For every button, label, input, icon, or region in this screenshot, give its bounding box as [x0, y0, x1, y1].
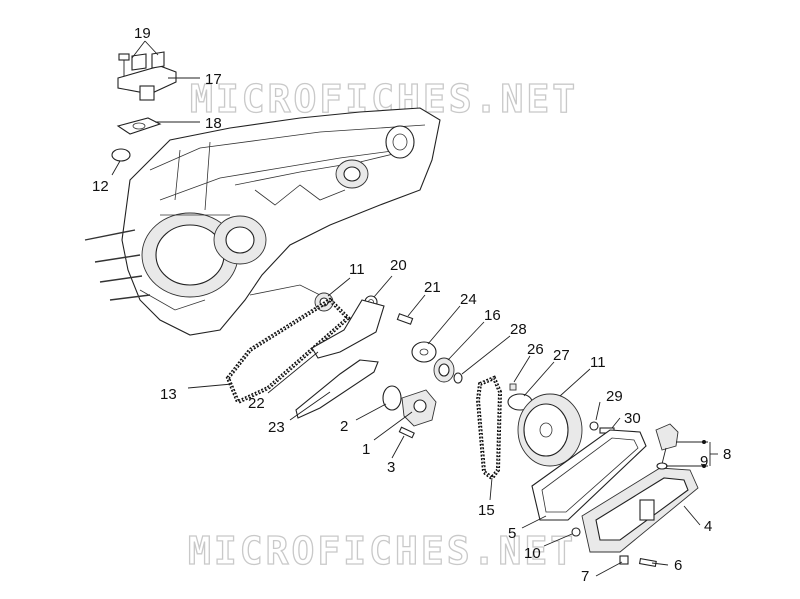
callout-28: 28	[510, 321, 527, 338]
callout-29: 29	[606, 388, 623, 405]
oil-pump-1	[401, 389, 437, 427]
callout-9: 9	[700, 453, 708, 470]
callout-19: 19	[134, 25, 151, 42]
spacer-28	[453, 372, 463, 384]
callout-1: 1	[362, 441, 370, 458]
callout-3: 3	[387, 459, 395, 476]
callout-12: 12	[92, 178, 109, 195]
callout-8: 8	[723, 446, 731, 463]
screw-3	[398, 426, 415, 439]
chain-tensioner	[117, 51, 177, 101]
sprocket-16	[433, 357, 455, 383]
engine-crankcase	[84, 107, 441, 336]
watermark-bottom: MICROFICHES.NET	[188, 529, 576, 573]
callout-21: 21	[424, 279, 441, 296]
washer-29	[589, 421, 599, 431]
chain-guide-23	[295, 359, 379, 419]
chain-guide-22	[311, 299, 385, 359]
callout-labels: 19 17 18 12 11 20 21 24 16 28 26 27 11 2…	[92, 25, 731, 585]
callout-7: 7	[581, 568, 589, 585]
seal-7	[619, 555, 629, 565]
callout-24: 24	[460, 291, 477, 308]
sump-gasket-5	[531, 429, 647, 521]
chain-15	[475, 375, 503, 481]
drain-plug-10	[571, 527, 581, 537]
callout-18: 18	[205, 115, 222, 132]
leader-lines	[111, 40, 718, 577]
callout-10: 10	[524, 545, 541, 562]
callout-4: 4	[704, 518, 712, 535]
callout-11-right: 11	[590, 354, 606, 371]
screw-6	[638, 558, 657, 567]
callout-20: 20	[390, 257, 407, 274]
callout-30: 30	[624, 410, 641, 427]
callout-13: 13	[160, 386, 177, 403]
callout-16: 16	[484, 307, 501, 324]
screw-21	[396, 313, 414, 325]
chain-13	[225, 297, 351, 405]
washer-24	[411, 341, 437, 363]
callout-11-top: 11	[349, 261, 365, 278]
callout-27: 27	[553, 347, 570, 364]
tensioner-gasket	[116, 117, 162, 135]
callout-22: 22	[248, 395, 265, 412]
callout-26: 26	[527, 341, 544, 358]
pump-gasket-2	[382, 385, 402, 411]
callout-5: 5	[508, 525, 516, 542]
callout-15: 15	[478, 502, 495, 519]
callout-2: 2	[340, 418, 348, 435]
callout-17: 17	[205, 71, 222, 88]
pin-26	[509, 383, 517, 391]
sump-cover-4	[581, 467, 699, 553]
callout-6: 6	[674, 557, 682, 574]
o-ring-12	[111, 148, 131, 162]
dipstick-8	[655, 423, 679, 465]
callout-23: 23	[268, 419, 285, 436]
pump-cover-11	[517, 393, 583, 467]
o-ring-9	[656, 462, 668, 470]
